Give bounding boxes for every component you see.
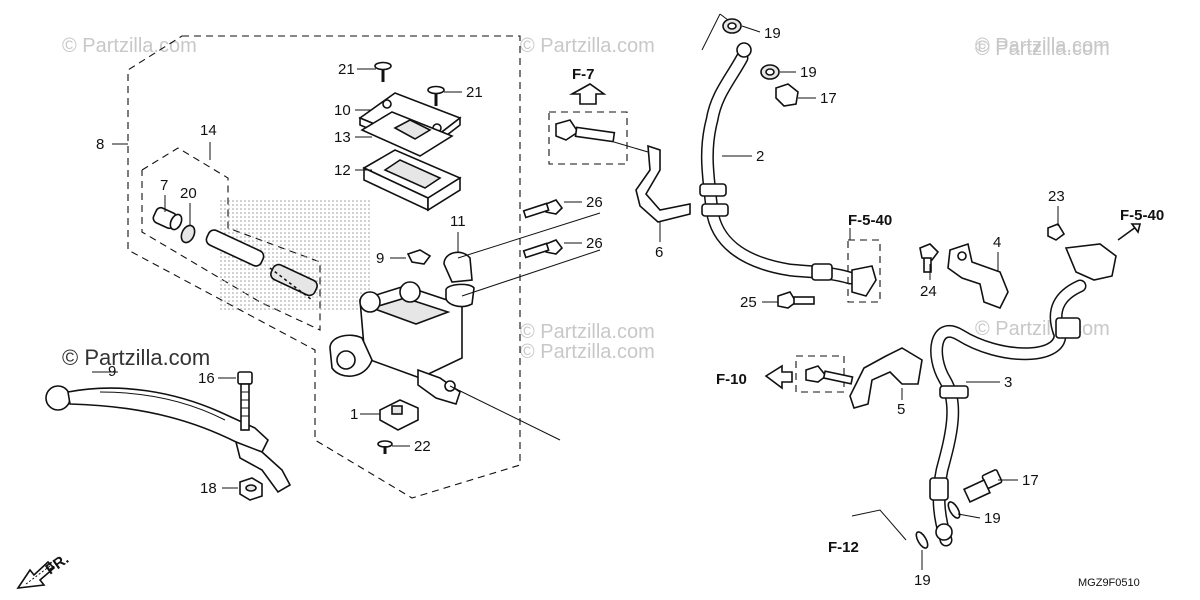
watermark: © Partzilla.com bbox=[975, 35, 1110, 57]
piston-assembly bbox=[205, 229, 318, 301]
o-ring-20 bbox=[180, 224, 196, 244]
screw-22 bbox=[377, 440, 393, 454]
callout-19c: 19 bbox=[984, 510, 1001, 527]
diaphragm-plate bbox=[360, 111, 454, 157]
callout-9-lever: 9 bbox=[108, 363, 116, 380]
callout-17b: 17 bbox=[1022, 472, 1039, 489]
callout-19b: 19 bbox=[800, 64, 817, 81]
bolt-26a bbox=[522, 199, 564, 219]
leader-lines bbox=[92, 25, 1059, 570]
ref-f12: F-12 bbox=[828, 539, 859, 556]
watermark: © Partzilla.com bbox=[62, 35, 197, 57]
ref-f7: F-7 bbox=[572, 66, 595, 83]
callout-3: 3 bbox=[1004, 374, 1012, 391]
callout-13: 13 bbox=[334, 129, 351, 146]
bracket-5 bbox=[795, 347, 923, 409]
callout-7: 7 bbox=[160, 177, 168, 194]
callout-25: 25 bbox=[740, 294, 757, 311]
f540-clamp bbox=[847, 239, 881, 303]
f12-pointer bbox=[851, 509, 907, 541]
watermark: © Partzilla.com bbox=[520, 35, 655, 57]
watermark: © Partzilla.com bbox=[975, 318, 1110, 340]
diaphragm bbox=[362, 149, 462, 212]
bolt-16 bbox=[237, 371, 253, 431]
callout-4: 4 bbox=[993, 234, 1001, 251]
callout-10: 10 bbox=[334, 102, 351, 119]
bolt-26b bbox=[522, 239, 564, 259]
bolt-17a bbox=[775, 83, 799, 107]
callout-24: 24 bbox=[920, 283, 937, 300]
callout-21a: 21 bbox=[338, 61, 355, 78]
watermark: © Partzilla.com bbox=[520, 321, 655, 343]
brake-hose-3 bbox=[929, 279, 1087, 547]
watermark: © Partzilla.com bbox=[975, 38, 1110, 60]
callout-19d: 19 bbox=[914, 572, 931, 589]
screw-21b bbox=[427, 85, 445, 106]
bracket-6 bbox=[635, 144, 691, 223]
callout-26a: 26 bbox=[586, 194, 603, 211]
callout-5: 5 bbox=[897, 401, 905, 418]
assembly-outline bbox=[127, 35, 521, 499]
hose-fitting-23 bbox=[1047, 223, 1117, 281]
leader-line bbox=[701, 13, 721, 51]
bracket-4 bbox=[947, 242, 1009, 310]
f540-arrowhead bbox=[1130, 223, 1142, 234]
piston-boot-7 bbox=[152, 206, 183, 231]
f7-bolt bbox=[548, 111, 649, 165]
clip-9 bbox=[406, 249, 432, 265]
holder-11 bbox=[443, 212, 601, 308]
bolt-25 bbox=[777, 291, 815, 309]
callout-26b: 26 bbox=[586, 235, 603, 252]
washer-19a bbox=[722, 18, 742, 34]
ref-f540-left: F-5-40 bbox=[848, 212, 892, 229]
callout-12: 12 bbox=[334, 162, 351, 179]
f7-arrow bbox=[568, 83, 607, 105]
f10-arrow bbox=[764, 364, 793, 390]
leader-line bbox=[719, 13, 729, 21]
callout-22: 22 bbox=[414, 438, 431, 455]
watermark: © Partzilla.com bbox=[520, 341, 655, 363]
callout-21b: 21 bbox=[466, 84, 483, 101]
callout-20: 20 bbox=[180, 185, 197, 202]
callout-9-clip: 9 bbox=[376, 250, 384, 267]
center-watermark: © Partzilla.com bbox=[62, 345, 210, 370]
diagram-code: MGZ9F0510 bbox=[1078, 577, 1140, 589]
brake-hose-2 bbox=[699, 42, 857, 285]
callout-8: 8 bbox=[96, 136, 104, 153]
piston-kit-outline bbox=[141, 147, 321, 331]
callout-14: 14 bbox=[200, 122, 217, 139]
bolt-24 bbox=[919, 243, 940, 273]
bolt-17b bbox=[963, 469, 1003, 504]
washer-19d bbox=[915, 531, 929, 549]
callout-19a: 19 bbox=[764, 25, 781, 42]
callout-11: 11 bbox=[450, 213, 466, 230]
ref-f10: F-10 bbox=[716, 371, 747, 388]
ref-f540-right: F-5-40 bbox=[1120, 207, 1164, 224]
brake-lever bbox=[45, 385, 292, 494]
callout-1: 1 bbox=[350, 406, 358, 423]
callout-23: 23 bbox=[1048, 188, 1065, 205]
callout-2: 2 bbox=[756, 148, 764, 165]
washer-19b bbox=[760, 64, 780, 80]
nut-18 bbox=[239, 477, 263, 501]
front-arrow bbox=[16, 560, 56, 589]
washer-19c bbox=[947, 501, 961, 519]
callout-17a: 17 bbox=[820, 90, 837, 107]
brake-switch-1 bbox=[379, 399, 419, 431]
master-cylinder bbox=[329, 281, 561, 441]
screw-21a bbox=[374, 61, 392, 82]
callout-6: 6 bbox=[655, 244, 663, 261]
callout-18: 18 bbox=[200, 480, 217, 497]
callout-16: 16 bbox=[198, 370, 215, 387]
